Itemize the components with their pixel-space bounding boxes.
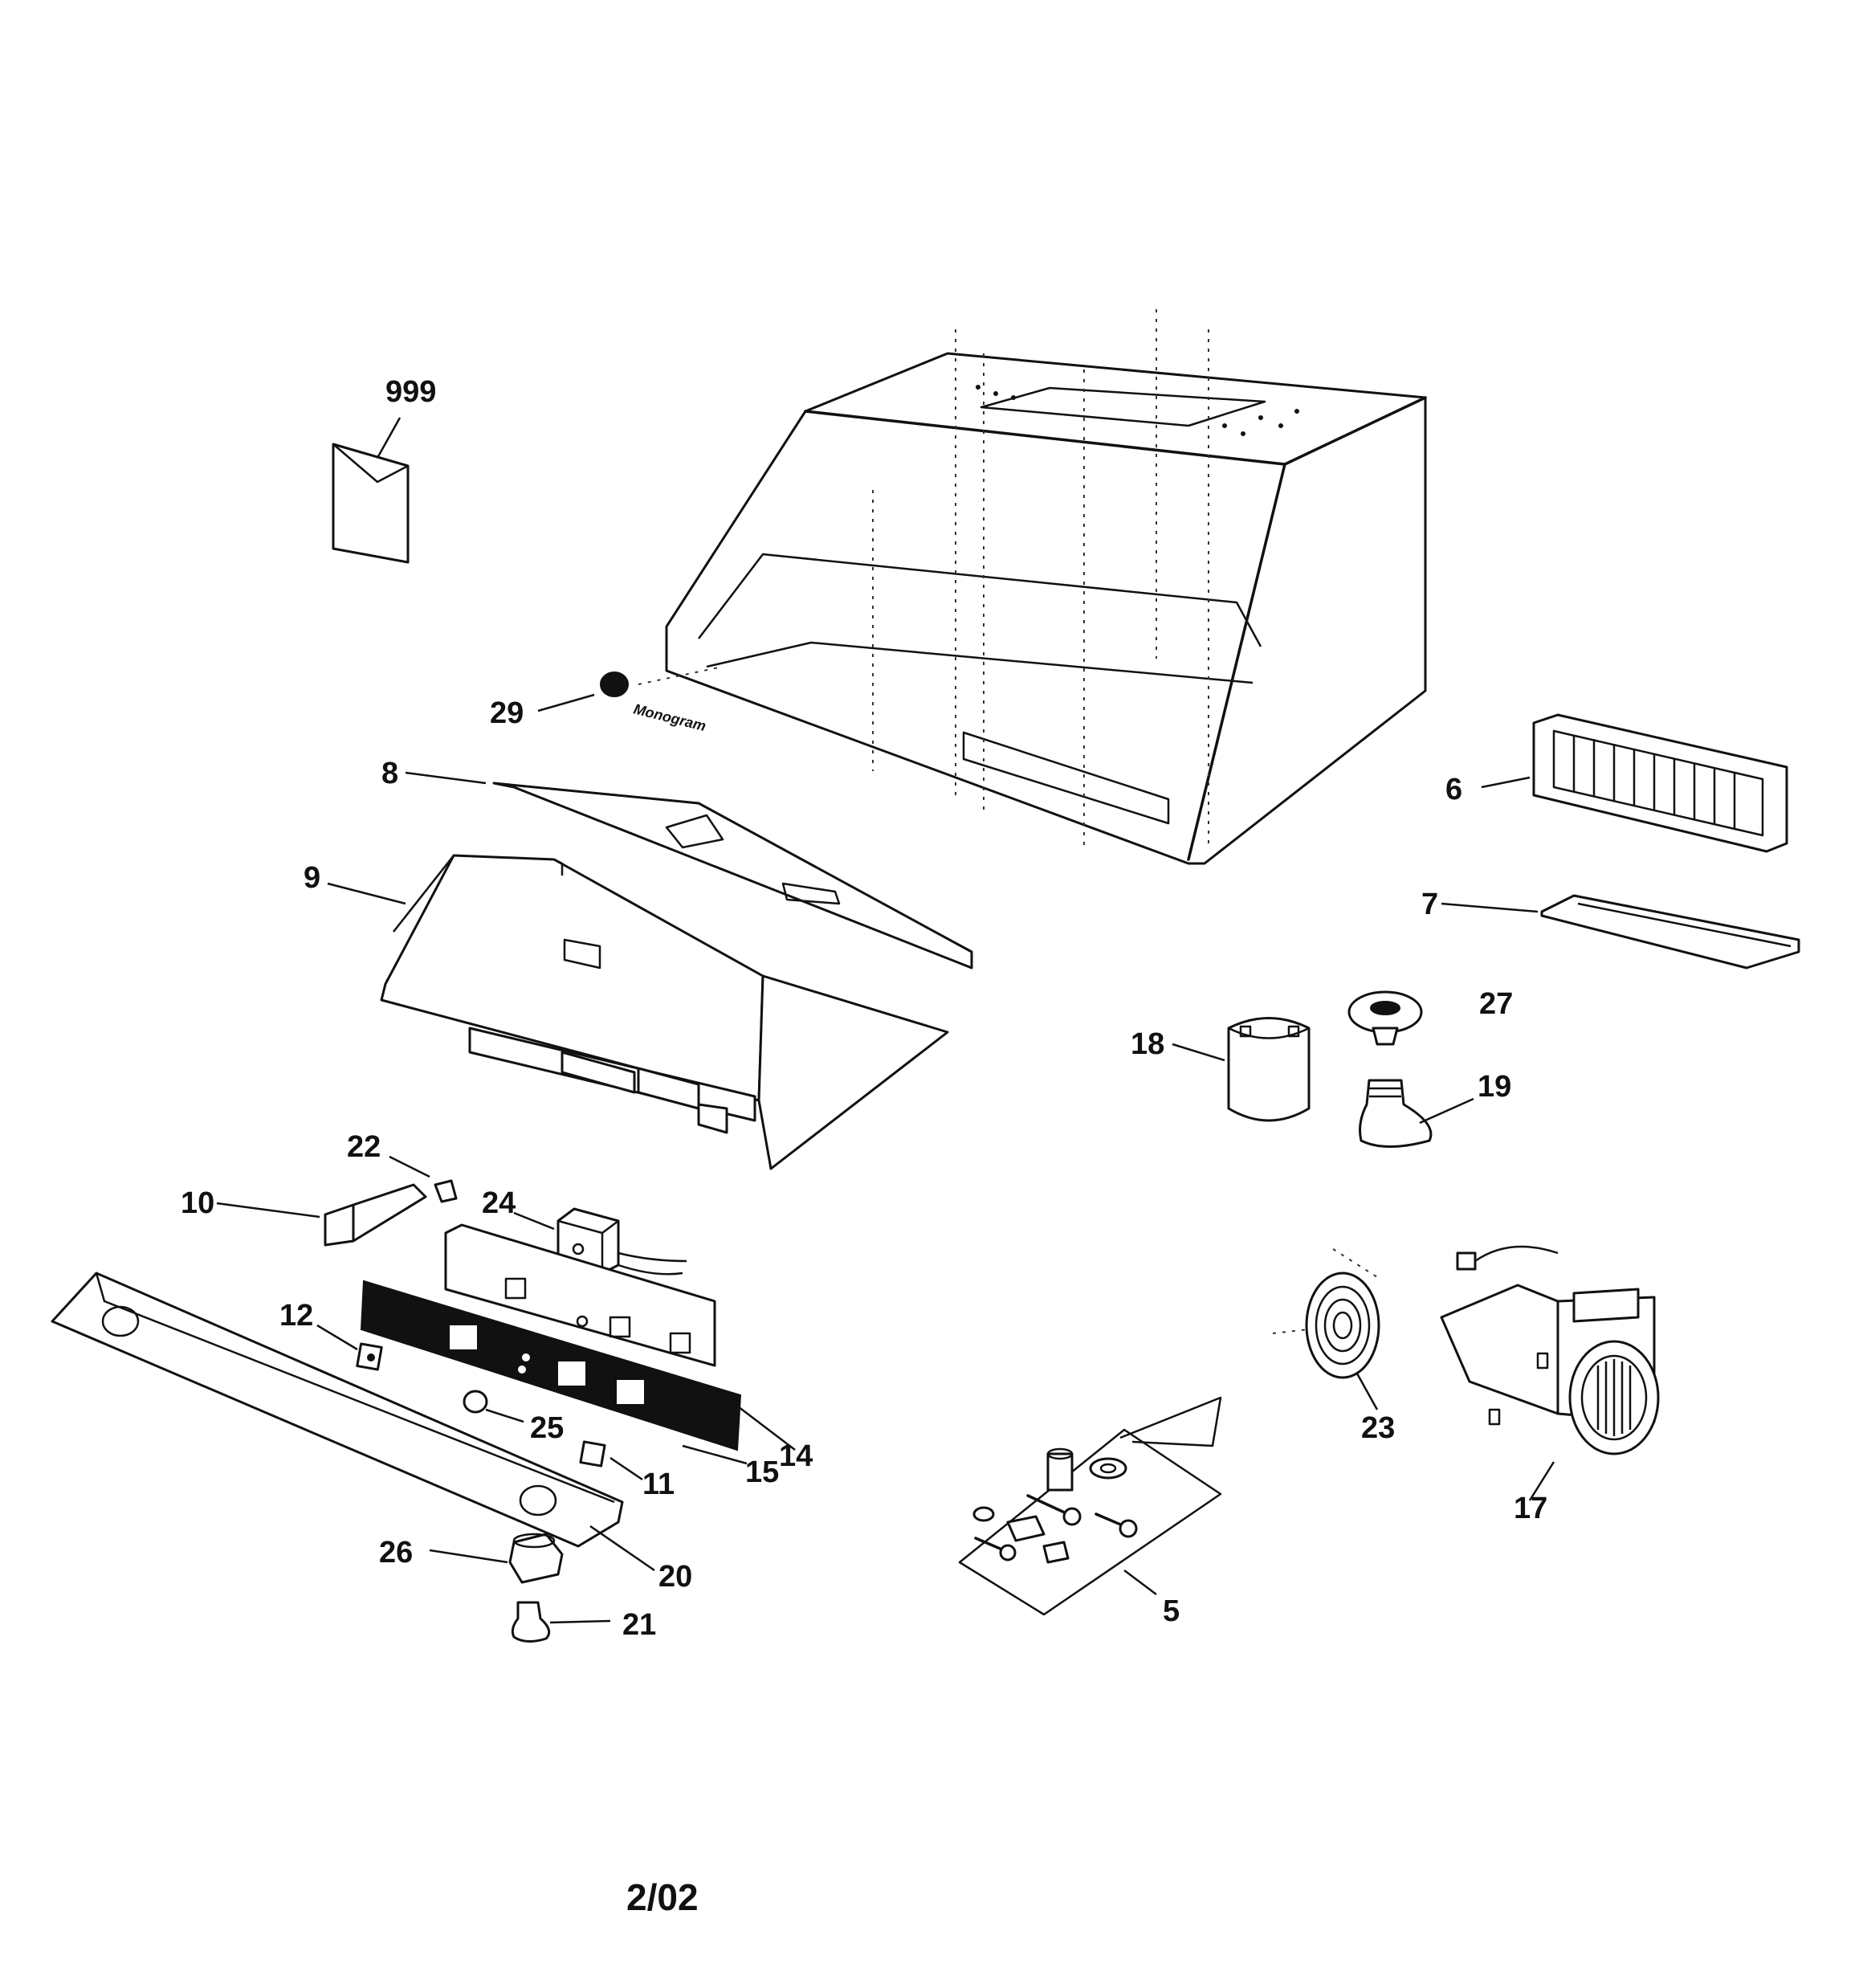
blower-part — [1440, 1245, 1660, 1501]
upper-panel-part — [405, 771, 973, 970]
callout-19: 19 — [1478, 1070, 1511, 1104]
callout-21: 21 — [622, 1608, 656, 1642]
small-bulb-part — [511, 1601, 611, 1643]
filter-tray-part — [1441, 894, 1800, 970]
callout-12: 12 — [279, 1299, 313, 1333]
callout-25: 25 — [530, 1411, 564, 1445]
callout-10: 10 — [181, 1186, 214, 1220]
transformer-part — [513, 1207, 687, 1276]
callout-26: 26 — [379, 1536, 413, 1570]
callout-7: 7 — [1421, 888, 1438, 921]
lamp-holder-part — [429, 1533, 564, 1584]
callout-999: 999 — [385, 375, 436, 409]
callout-11: 11 — [642, 1468, 675, 1501]
callout-22: 22 — [347, 1130, 381, 1164]
callout-5: 5 — [1163, 1594, 1180, 1628]
lower-housing-part — [327, 854, 949, 1170]
callout-27: 27 — [1479, 987, 1513, 1021]
control-bracket-part — [444, 1223, 796, 1451]
callout-24: 24 — [482, 1186, 516, 1220]
hood-body-part — [638, 309, 1427, 865]
hardware-kit-part — [958, 1396, 1222, 1616]
switch-12-part — [316, 1324, 383, 1371]
light-bulb-part — [1359, 1079, 1474, 1148]
bracket-part — [216, 1183, 427, 1247]
callout-15: 15 — [745, 1455, 779, 1489]
callout-18: 18 — [1131, 1027, 1164, 1061]
lamp-socket-part — [1347, 990, 1423, 1046]
grease-filter-part — [1481, 713, 1788, 853]
callout-14: 14 — [779, 1439, 813, 1473]
clip-part — [389, 1155, 458, 1203]
envelope-part — [332, 417, 410, 564]
capacitor-part — [1172, 1017, 1311, 1122]
switch-11-part — [579, 1440, 643, 1481]
callout-20: 20 — [658, 1560, 692, 1594]
date-code: 2/02 — [626, 1876, 699, 1918]
callout-8: 8 — [381, 757, 398, 790]
badge-logo-text: Monogram — [632, 700, 707, 734]
control-panel-part — [360, 1280, 748, 1465]
callout-17: 17 — [1514, 1492, 1547, 1525]
callout-29: 29 — [490, 696, 524, 730]
callout-9: 9 — [304, 861, 320, 895]
fan-grille-part — [1272, 1248, 1380, 1410]
callout-23: 23 — [1361, 1411, 1395, 1445]
monogram-badge-part: Monogram — [537, 672, 707, 734]
knob-part — [463, 1390, 524, 1423]
front-trim-part — [51, 1272, 655, 1572]
callout-6: 6 — [1445, 773, 1462, 806]
